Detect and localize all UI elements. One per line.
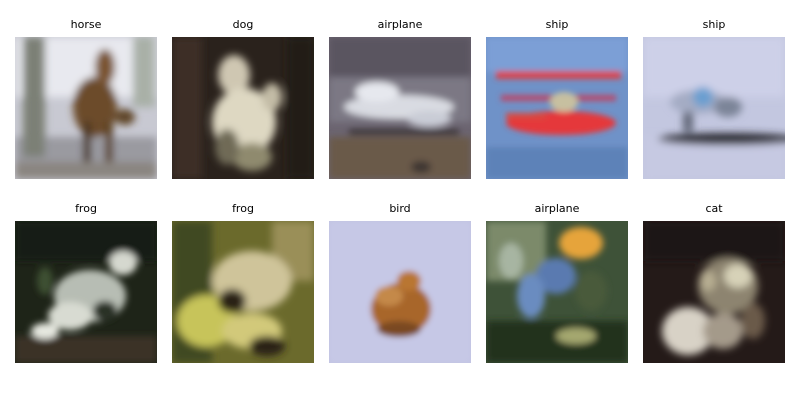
image-label: airplane [377,18,423,31]
image-label: dog [232,18,254,31]
generated-image [15,221,157,363]
generated-image [172,37,314,179]
generated-image [486,221,628,363]
generated-image [15,37,157,179]
generated-image [643,221,785,363]
image-label: horse [70,18,102,31]
generated-image [643,37,785,179]
image-label: airplane [534,202,580,215]
image-label: bird [389,202,411,215]
image-label: ship [702,18,726,31]
generated-image [172,221,314,363]
image-label: cat [705,202,723,215]
generated-image [486,37,628,179]
image-label: frog [232,202,254,215]
image-label: frog [75,202,97,215]
generated-image [329,37,471,179]
image-label: ship [545,18,569,31]
generated-image [329,221,471,363]
